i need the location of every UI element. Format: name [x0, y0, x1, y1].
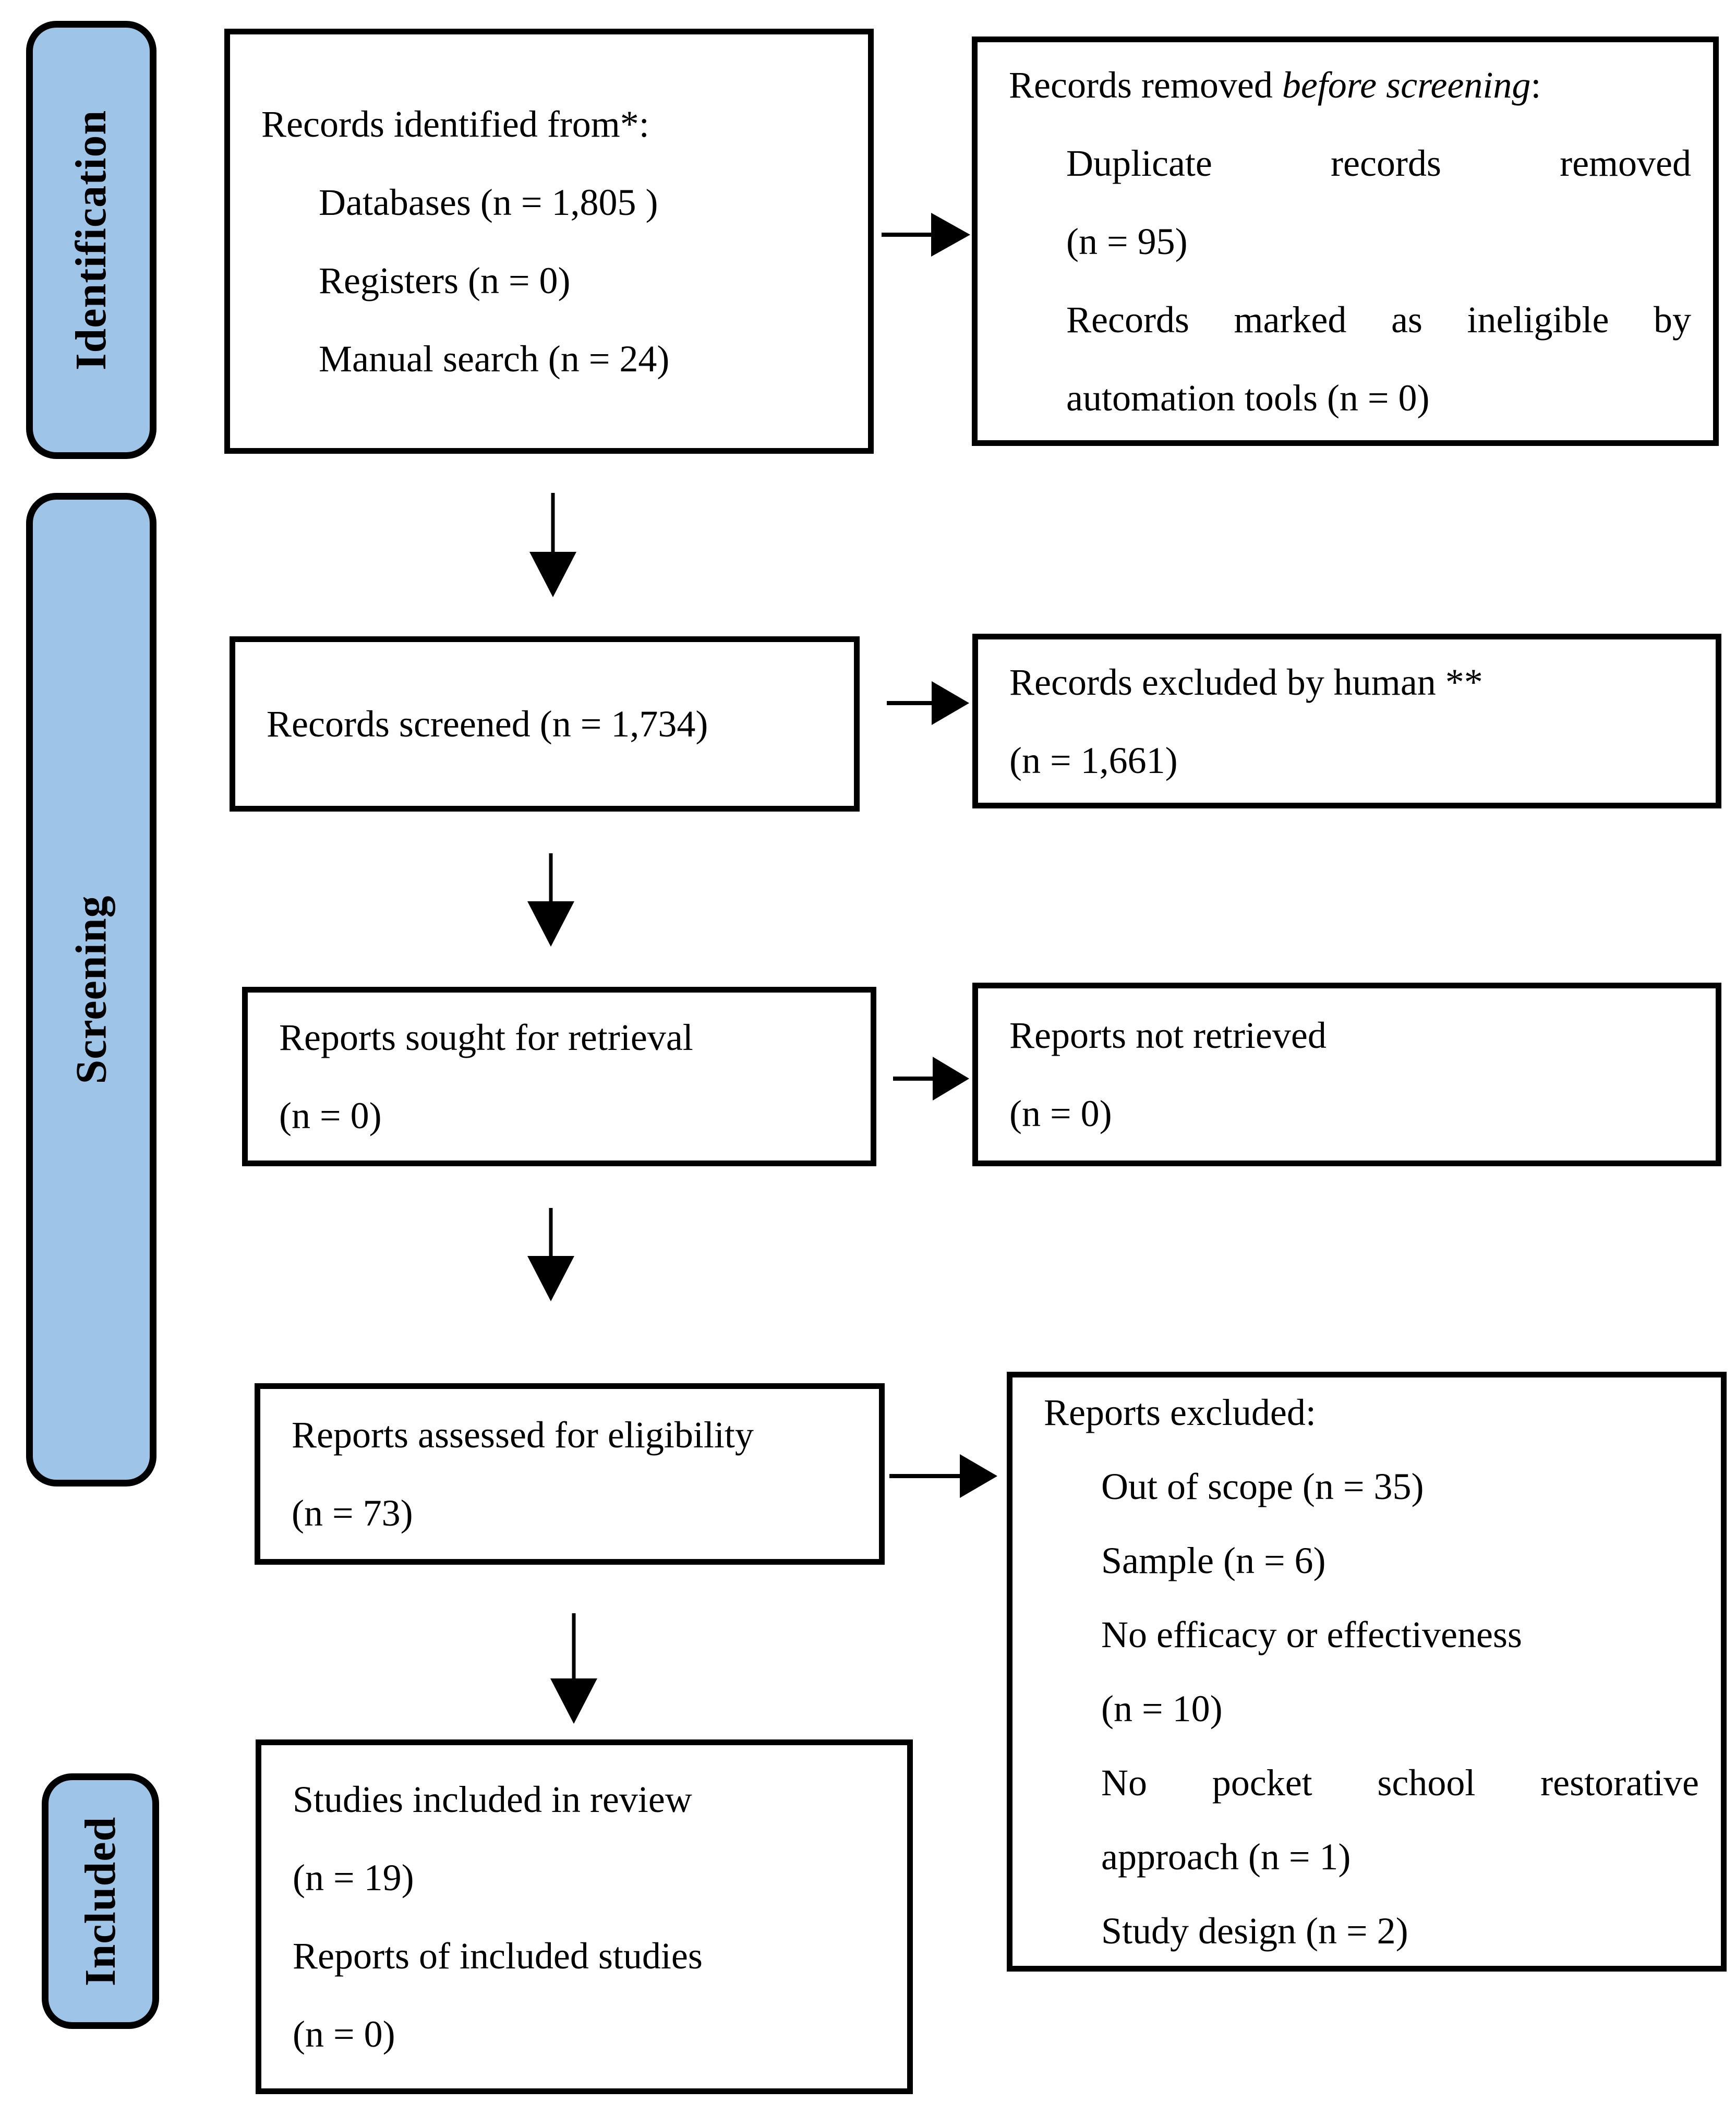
- studies-included-box: Studies included in review (n = 19) Report…: [256, 1739, 913, 2094]
- box-line: Out of scope (n = 35): [1101, 1466, 1424, 1507]
- reports-assessed-box: Reports assessed for eligibility (n = 73): [255, 1383, 885, 1565]
- records-excluded-box: Records excluded by human ** (n = 1,661): [972, 634, 1721, 808]
- box-line: Duplicate records removed: [1066, 142, 1691, 184]
- box-line: approach (n = 1): [1101, 1836, 1351, 1878]
- stage-included-label: Included: [76, 1816, 125, 1986]
- box-line: Sample (n = 6): [1101, 1540, 1326, 1581]
- arrow-assessed-to-included: [550, 1613, 597, 1724]
- box-line: Registers (n = 0): [319, 259, 571, 301]
- stage-screening-label: Screening: [67, 895, 116, 1084]
- arrow-sought-to-assessed: [527, 1208, 574, 1301]
- arrow-identified-to-removed: [882, 213, 970, 257]
- records-screened-box: Records screened (n = 1,734): [230, 636, 860, 812]
- stage-screening: Screening: [26, 493, 156, 1486]
- box-line: No efficacy or effectiveness: [1101, 1614, 1522, 1655]
- box-line: (n = 0): [1009, 1093, 1112, 1134]
- box-line: Records screened (n = 1,734): [267, 703, 708, 745]
- box-line: (n = 19): [293, 1857, 414, 1899]
- box-line: Reports assessed for eligibility: [292, 1414, 754, 1456]
- box-line: Records removed before screening:: [1009, 64, 1541, 106]
- box-line: (n = 0): [293, 2013, 395, 2055]
- arrow-identified-to-screened: [529, 493, 576, 597]
- box-line: No pocket school restorative: [1101, 1762, 1699, 1804]
- box-line: (n = 10): [1101, 1688, 1223, 1730]
- box-line: Reports of included studies: [293, 1935, 703, 1977]
- box-line: (n = 0): [279, 1095, 382, 1137]
- box-line: (n = 73): [292, 1492, 413, 1534]
- box-line: automation tools (n = 0): [1066, 377, 1430, 419]
- box-line: (n = 1,661): [1009, 739, 1178, 781]
- stage-identification-label: Identification: [67, 110, 116, 370]
- arrow-screened-to-excluded: [887, 681, 969, 725]
- reports-excluded-box: Reports excluded: Out of scope (n = 35) Sa…: [1007, 1372, 1727, 1972]
- box-line: (n = 95): [1066, 220, 1188, 262]
- box-line: Manual search (n = 24): [319, 337, 670, 380]
- stage-identification: Identification: [26, 21, 156, 459]
- box-line: Studies included in review: [293, 1779, 692, 1820]
- box-line: Records marked as ineligible by: [1066, 298, 1691, 341]
- reports-sought-box: Reports sought for retrieval (n = 0): [242, 987, 876, 1166]
- box-line: Records excluded by human **: [1009, 661, 1483, 703]
- records-identified-box: Records identified from*: Databases (n = …: [224, 29, 874, 454]
- box-line: Reports sought for retrieval: [279, 1017, 693, 1058]
- arrow-screened-to-sought: [527, 853, 574, 947]
- box-line: Databases (n = 1,805 ): [319, 181, 658, 223]
- box-line: Records identified from*:: [261, 103, 649, 145]
- arrow-assessed-to-reports-excluded: [889, 1454, 997, 1498]
- records-removed-box: Records removed before screening: Duplica…: [972, 37, 1719, 446]
- stage-included: Included: [42, 1773, 159, 2029]
- arrow-sought-to-not-retrieved: [893, 1057, 969, 1101]
- box-line: Reports not retrieved: [1009, 1014, 1327, 1056]
- box-line: Study design (n = 2): [1101, 1910, 1408, 1952]
- box-line: Reports excluded:: [1044, 1392, 1316, 1433]
- reports-not-retrieved-box: Reports not retrieved (n = 0): [972, 983, 1721, 1166]
